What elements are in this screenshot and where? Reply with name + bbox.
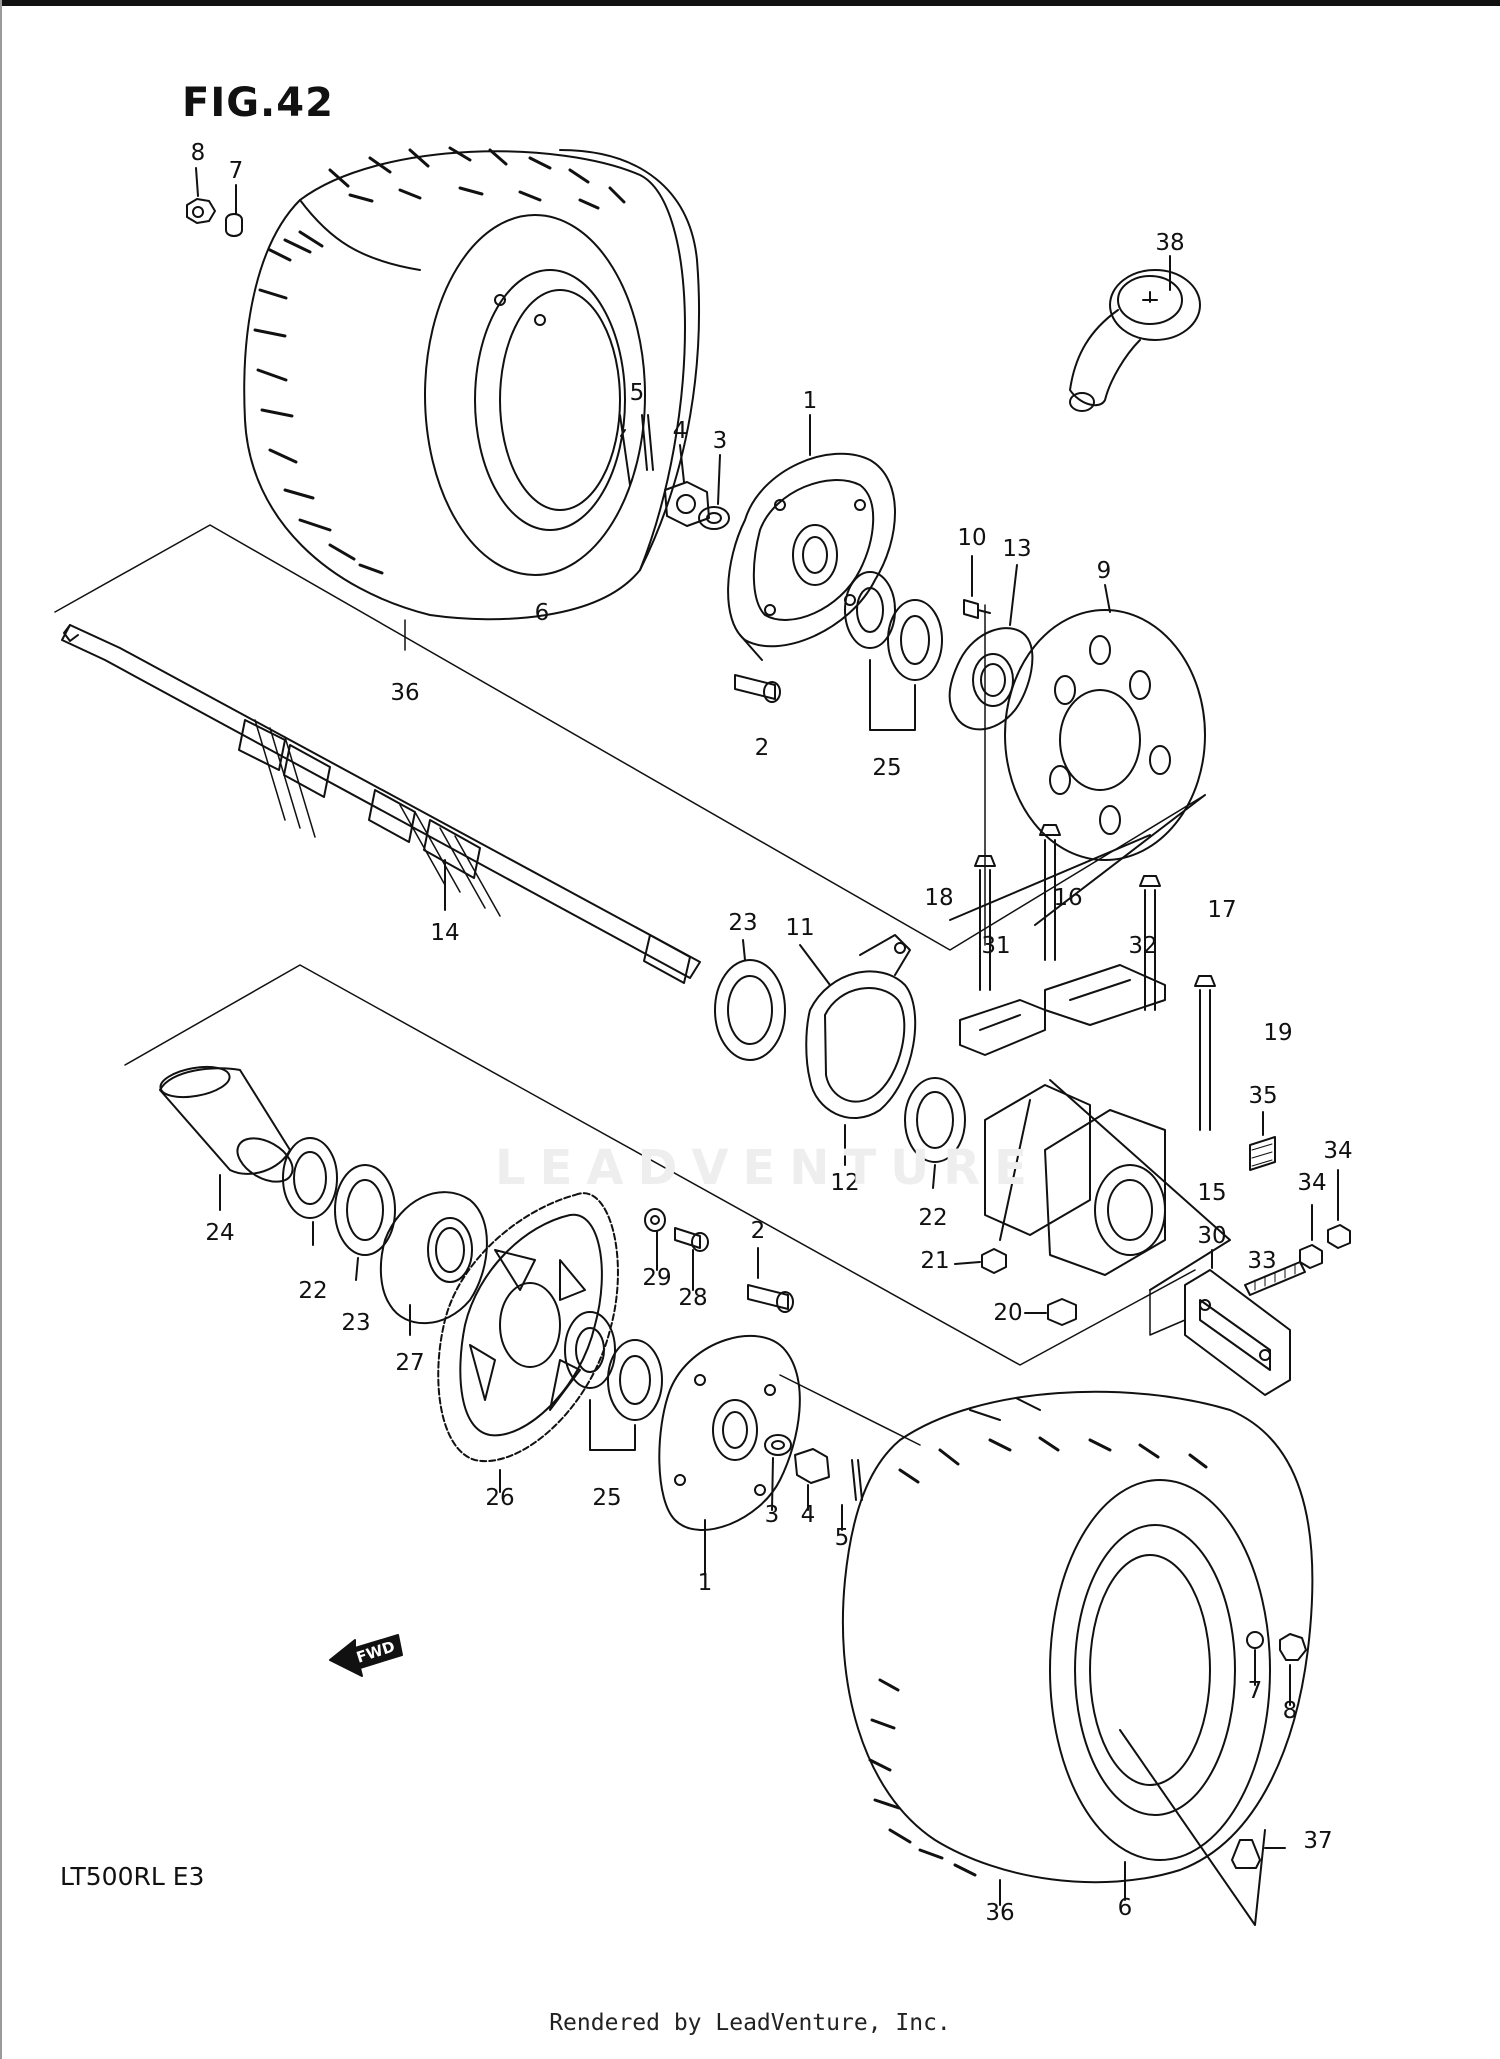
callout-1: 1 — [803, 388, 818, 414]
callout-4: 4 — [801, 1502, 816, 1528]
callout-2: 2 — [751, 1218, 766, 1244]
callout-32: 32 — [1128, 933, 1157, 959]
callout-22: 22 — [298, 1278, 327, 1304]
callout-38: 38 — [1155, 230, 1184, 256]
callout-7: 7 — [229, 158, 244, 184]
callout-7: 7 — [1248, 1678, 1263, 1704]
brake-disc — [949, 584, 1206, 926]
callout-5: 5 — [835, 1525, 850, 1551]
upper-tire — [243, 146, 701, 621]
bearings-25-upper — [844, 571, 943, 731]
callout-20: 20 — [993, 1300, 1022, 1326]
upper-wheel-hub — [727, 414, 896, 648]
callout-6: 6 — [1118, 1895, 1133, 1921]
callout-34: 34 — [1323, 1138, 1352, 1164]
lower-tire — [841, 1390, 1314, 1926]
callout-5: 5 — [630, 380, 645, 406]
tire-valve — [1231, 1839, 1286, 1869]
rear-sprocket — [437, 1192, 619, 1493]
left-border — [0, 0, 2, 2059]
callout-24: 24 — [205, 1220, 234, 1246]
callout-33: 33 — [1247, 1248, 1276, 1274]
callout-1: 1 — [698, 1570, 713, 1596]
hub-bolt-2-upper — [734, 634, 781, 703]
lower-wheel-hub — [658, 1334, 801, 1576]
callout-19: 19 — [1263, 1020, 1292, 1046]
upper-hub-fasteners — [641, 414, 730, 530]
callout-36: 36 — [985, 1900, 1014, 1926]
callout-6: 6 — [535, 600, 550, 626]
callout-8: 8 — [191, 140, 206, 166]
callout-34: 34 — [1297, 1170, 1326, 1196]
callout-15: 15 — [1197, 1180, 1226, 1206]
spacer-sleeve — [159, 1065, 294, 1211]
nut-8-washer-7-top — [186, 167, 243, 237]
washer-29-bolt-28 — [644, 1208, 709, 1291]
callout-35: 35 — [1248, 1083, 1277, 1109]
callout-9: 9 — [1097, 558, 1112, 584]
callout-17: 17 — [1207, 897, 1236, 923]
callout-13: 13 — [1002, 536, 1031, 562]
callout-12: 12 — [830, 1170, 859, 1196]
callout-10: 10 — [957, 525, 986, 551]
callout-37: 37 — [1303, 1828, 1332, 1854]
callout-30: 30 — [1197, 1223, 1226, 1249]
callout-29: 29 — [642, 1265, 671, 1291]
lower-assembly-bracket — [124, 964, 1196, 1446]
hub-bolt-2-lower — [747, 1247, 794, 1313]
callout-28: 28 — [678, 1285, 707, 1311]
callout-25: 25 — [592, 1485, 621, 1511]
callout-18: 18 — [924, 885, 953, 911]
stud-spring-plate — [1149, 1111, 1351, 1396]
seals-22-23-lower — [282, 1137, 396, 1281]
callout-2: 2 — [755, 735, 770, 761]
footer-credit: Rendered by LeadVenture, Inc. — [549, 2010, 951, 2036]
callout-23: 23 — [341, 1310, 370, 1336]
callout-16: 16 — [1053, 885, 1082, 911]
seal-22-nuts-20-21 — [904, 1077, 1077, 1326]
callout-27: 27 — [395, 1350, 424, 1376]
callout-31: 31 — [981, 933, 1010, 959]
axle-housing-assembly — [959, 604, 1231, 1291]
sprocket-hub — [379, 1191, 488, 1336]
callout-14: 14 — [430, 920, 459, 946]
callout-36: 36 — [390, 680, 419, 706]
upper-assembly-bracket — [54, 524, 1206, 951]
callout-4: 4 — [673, 418, 688, 444]
callout-3: 3 — [765, 1502, 780, 1528]
callout-25: 25 — [872, 755, 901, 781]
callout-22: 22 — [918, 1205, 947, 1231]
model-code: LT500RL E3 — [60, 1862, 205, 1891]
watermark-text: LEADVENTURE — [495, 1140, 1041, 1196]
callout-21: 21 — [920, 1248, 949, 1274]
callout-8: 8 — [1283, 1698, 1298, 1724]
callout-11: 11 — [785, 915, 814, 941]
tire-gauge — [1069, 255, 1201, 412]
figure-title: FIG.42 — [182, 80, 334, 126]
top-border — [0, 0, 1500, 6]
lower-hub-fasteners — [764, 1434, 863, 1531]
rear-axle — [61, 624, 701, 984]
callout-26: 26 — [485, 1485, 514, 1511]
fwd-arrow — [329, 1634, 403, 1677]
callout-3: 3 — [713, 428, 728, 454]
callout-23: 23 — [728, 910, 757, 936]
hub-13-bolt-10 — [948, 555, 1034, 731]
bearings-25-lower — [564, 1311, 663, 1451]
seal-23-caliper-bracket — [714, 934, 917, 1166]
